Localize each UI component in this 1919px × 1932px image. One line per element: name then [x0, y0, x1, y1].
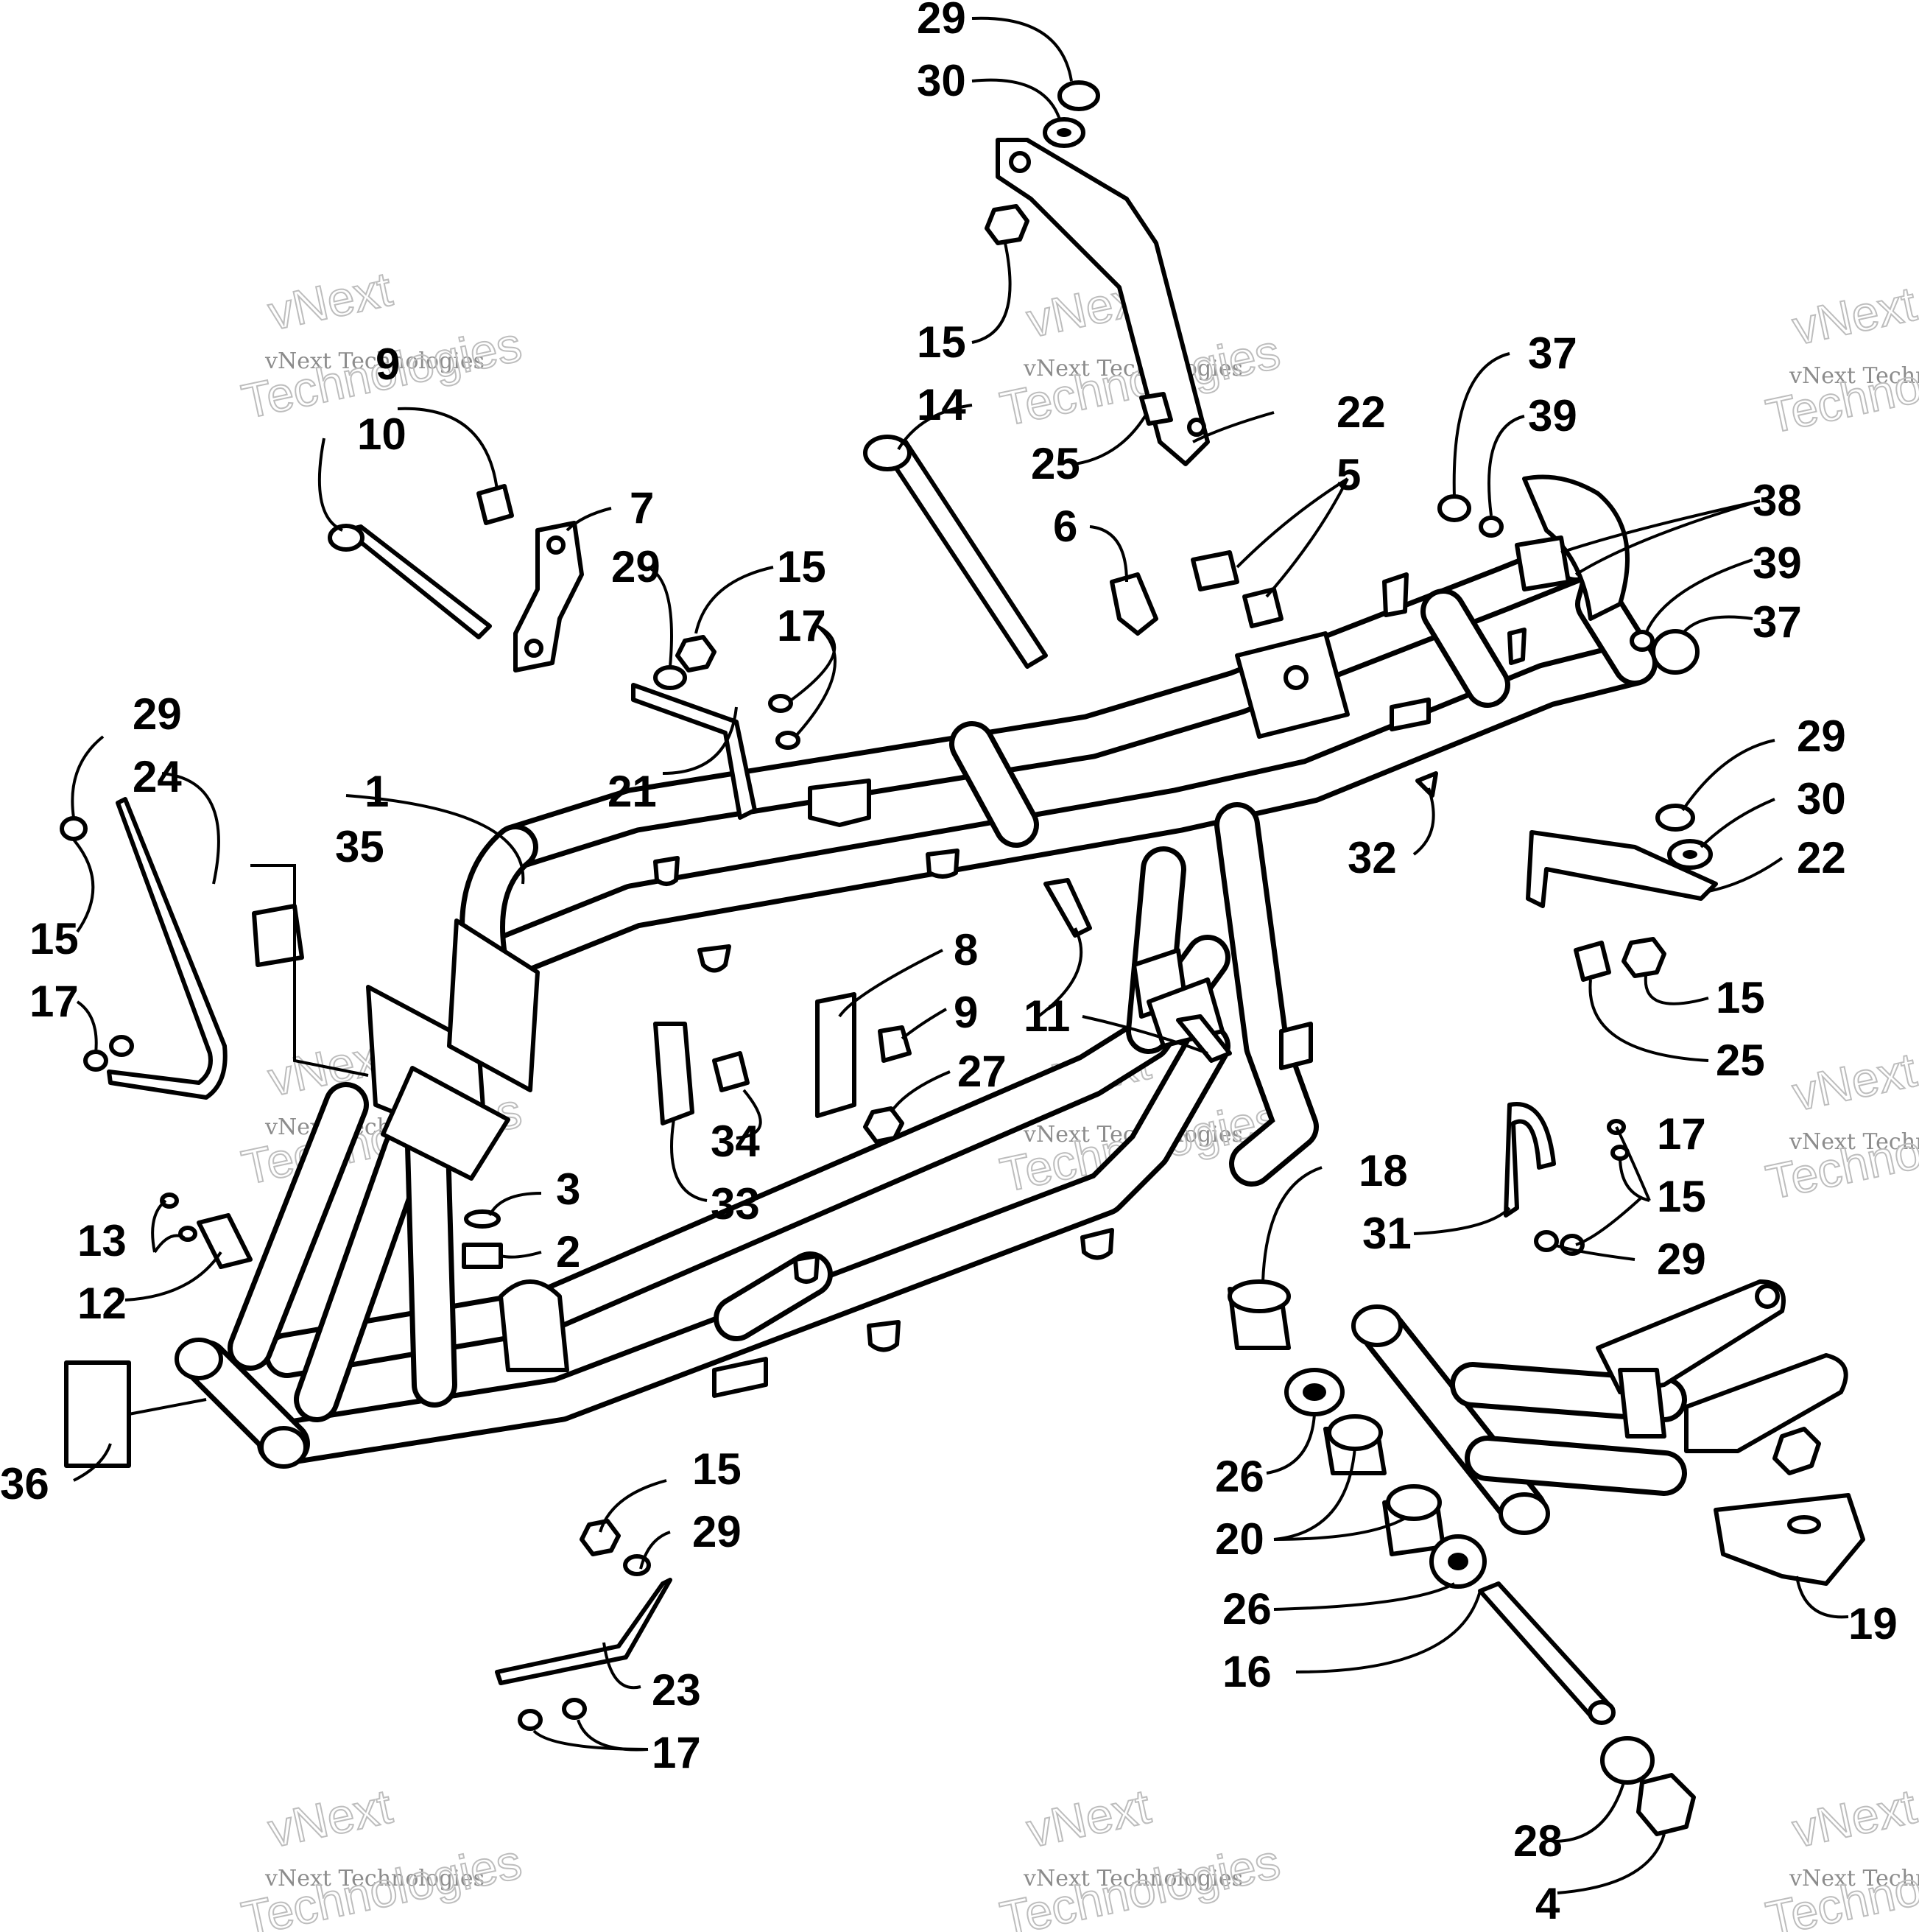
callout-33: 33	[711, 1179, 760, 1229]
callout-1: 1	[365, 767, 389, 816]
svg-text:vNext Technologies: vNext Technologies	[1789, 363, 1919, 389]
callout-29-bottom: 29	[692, 1507, 742, 1556]
callout-29-top: 29	[917, 0, 966, 43]
callout-39-right: 39	[1753, 538, 1802, 588]
svg-text:vNext Technologies: vNext Technologies	[1023, 1866, 1243, 1891]
callout-36: 36	[0, 1459, 49, 1508]
callout-17-mid: 17	[777, 601, 826, 650]
rear-brace-top	[996, 138, 1210, 466]
callout-25-right: 25	[1716, 1036, 1765, 1085]
callout-34: 34	[711, 1117, 760, 1166]
watermark-top-right: vNext vNext Technologies Technologies	[1761, 275, 1919, 445]
callout-17-left: 17	[29, 977, 79, 1026]
callout-10: 10	[357, 410, 406, 459]
callout-17-bottom: 17	[652, 1728, 701, 1777]
svg-text:vNext Technologies: vNext Technologies	[264, 348, 485, 374]
svg-text:vNext: vNext	[1022, 1779, 1155, 1858]
callout-16: 16	[1222, 1647, 1272, 1696]
callout-15-mid: 15	[777, 542, 826, 591]
callout-15-right: 15	[1716, 973, 1765, 1022]
callout-24: 24	[133, 752, 182, 801]
callout-17-right: 17	[1657, 1109, 1706, 1159]
callout-26-lower: 26	[1222, 1584, 1272, 1634]
callout-22-right: 22	[1797, 833, 1846, 882]
callout-5: 5	[1337, 450, 1361, 499]
callout-26-upper: 26	[1215, 1452, 1264, 1501]
callout-18: 18	[1359, 1146, 1408, 1195]
callout-15-swing: 15	[1657, 1172, 1706, 1221]
watermark-bottom-right: vNext vNext Technologies Technologies	[1761, 1778, 1919, 1932]
callout-11: 11	[1024, 991, 1070, 1041]
callout-28: 28	[1513, 1816, 1563, 1866]
callout-7: 7	[630, 483, 654, 533]
callout-39-top: 39	[1528, 391, 1577, 440]
callout-12: 12	[77, 1279, 127, 1328]
callout-23: 23	[652, 1665, 701, 1715]
loose-parts	[60, 80, 1865, 1836]
callout-29-mid: 29	[611, 542, 661, 591]
callout-25-top: 25	[1031, 439, 1080, 488]
callout-13: 13	[77, 1216, 127, 1265]
leader-lines	[71, 16, 1849, 1894]
svg-text:vNext Technologies: vNext Technologies	[1789, 1866, 1919, 1891]
callout-9-top: 9	[376, 340, 400, 389]
callout-32: 32	[1348, 833, 1397, 882]
callout-3: 3	[556, 1165, 580, 1214]
callout-30-top: 30	[917, 56, 966, 105]
svg-text:Technologies: Technologies	[1761, 1097, 1919, 1209]
callout-15-top: 15	[917, 317, 966, 367]
watermark-bottom-left: vNext vNext Technologies Technologies	[236, 1778, 527, 1932]
svg-text:vNext Technologies: vNext Technologies	[264, 1866, 485, 1891]
callout-31: 31	[1362, 1209, 1412, 1258]
callout-38: 38	[1753, 476, 1802, 525]
watermark-top-left: vNext vNext Technologies Technologies	[236, 261, 527, 430]
callout-30-right: 30	[1797, 774, 1846, 823]
callout-29-right: 29	[1797, 712, 1846, 761]
callout-15-left: 15	[29, 914, 79, 963]
main-frame	[175, 474, 1658, 1469]
svg-text:vNext: vNext	[264, 261, 396, 340]
callout-14: 14	[917, 380, 966, 429]
svg-text:vNext Technologies: vNext Technologies	[1023, 356, 1243, 382]
callout-27: 27	[957, 1047, 1007, 1096]
callout-29-left: 29	[133, 689, 182, 739]
callout-19: 19	[1848, 1599, 1898, 1648]
callout-37-top: 37	[1528, 329, 1577, 378]
long-bolt	[881, 440, 1048, 669]
svg-text:vNext: vNext	[1788, 1779, 1919, 1858]
callout-8: 8	[954, 925, 978, 974]
callout-21: 21	[608, 767, 657, 816]
watermark-mid-right: vNext vNext Technologies Technologies	[1761, 1041, 1919, 1211]
callout-6: 6	[1053, 502, 1077, 551]
callout-35: 35	[335, 822, 384, 871]
svg-text:vNext Technologies: vNext Technologies	[1789, 1129, 1919, 1155]
svg-text:Technologies: Technologies	[1761, 331, 1919, 443]
watermark-bottom-center: vNext vNext Technologies Technologies	[995, 1778, 1285, 1932]
callout-37-right: 37	[1753, 597, 1802, 647]
svg-text:vNext: vNext	[1788, 1042, 1919, 1121]
svg-text:vNext: vNext	[264, 1779, 396, 1858]
callout-15-bottom: 15	[692, 1444, 742, 1494]
callout-29-swing: 29	[1657, 1234, 1706, 1284]
callout-2: 2	[556, 1227, 580, 1276]
svg-text:vNext: vNext	[1788, 276, 1919, 355]
callout-20: 20	[1215, 1514, 1264, 1564]
callout-4: 4	[1535, 1879, 1560, 1928]
callout-22-top: 22	[1337, 387, 1386, 437]
callout-9-mid: 9	[954, 988, 978, 1037]
